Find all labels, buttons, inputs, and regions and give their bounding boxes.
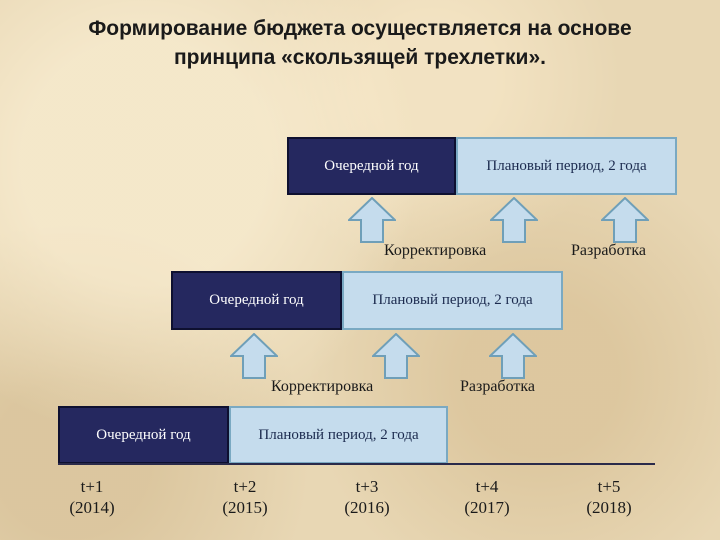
current-year-box-1: Очередной год [287,137,456,195]
planning-period-box-2: Плановый период, 2 года [342,271,563,330]
timeline-tick-2: t+2 (2015) [205,476,285,518]
timeline-tick-4: t+4 (2017) [447,476,527,518]
up-arrow-icon [348,197,396,243]
up-arrow-icon [372,333,420,379]
planning-period-box-3: Плановый период, 2 года [229,406,448,464]
tick-year: (2017) [464,498,510,517]
tick-period: t+2 [233,477,257,496]
tick-period: t+1 [80,477,104,496]
up-arrow-icon [489,333,537,379]
timeline-axis [58,463,655,465]
development-label-2: Разработка [460,378,535,395]
title-line-2: принципа «скользящей трехлетки». [174,46,546,69]
tick-period: t+3 [355,477,379,496]
tick-period: t+5 [597,477,621,496]
tick-year: (2016) [344,498,390,517]
up-arrow-icon [601,197,649,243]
title-line-1: Формирование бюджета осуществляется на о… [88,17,632,40]
slide-title: Формирование бюджета осуществляется на о… [0,14,720,72]
timeline-tick-1: t+1 (2014) [52,476,132,518]
tick-year: (2014) [69,498,115,517]
correction-label-1: Корректировка [384,242,487,259]
up-arrow-icon [490,197,538,243]
tick-period: t+4 [475,477,499,496]
correction-label-2: Корректировка [271,378,374,395]
timeline-tick-5: t+5 (2018) [569,476,649,518]
development-label-1: Разработка [571,242,646,259]
current-year-box-2: Очередной год [171,271,342,330]
planning-period-box-1: Плановый период, 2 года [456,137,677,195]
current-year-box-3: Очередной год [58,406,229,464]
tick-year: (2015) [222,498,268,517]
up-arrow-icon [230,333,278,379]
tick-year: (2018) [586,498,632,517]
timeline-tick-3: t+3 (2016) [327,476,407,518]
